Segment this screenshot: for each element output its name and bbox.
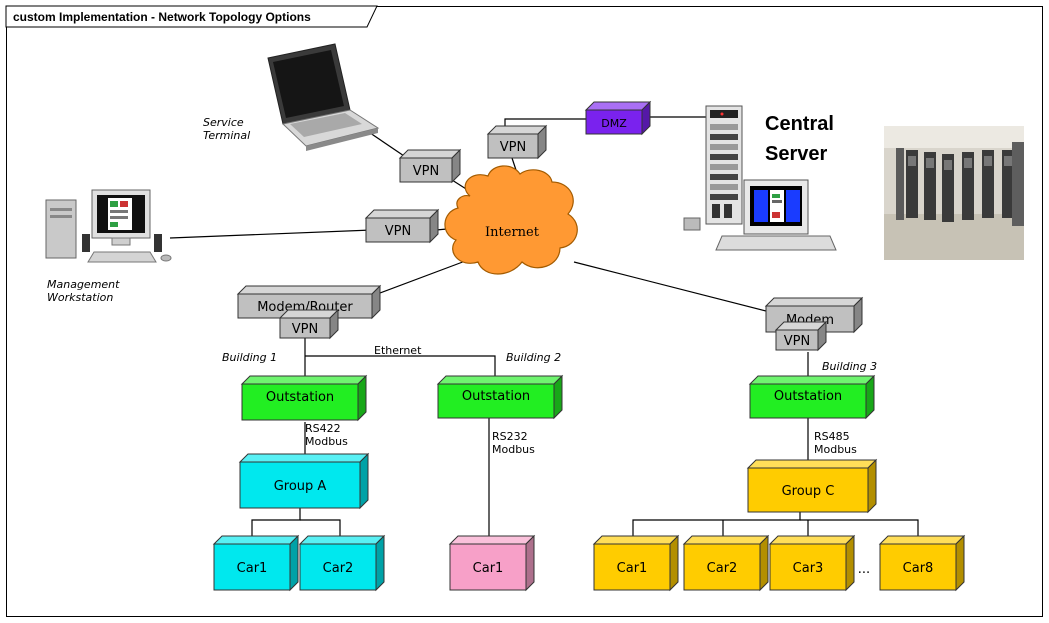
vpn-building3: VPN <box>774 320 828 352</box>
outstation-2-label: Outstation <box>462 389 530 404</box>
car2-group-a: Car2 <box>298 534 386 592</box>
vpn-central: VPN <box>486 124 548 160</box>
group-c-box: Group C <box>746 458 878 514</box>
laptop-icon <box>267 43 380 151</box>
building2-label: Building 2 <box>506 351 561 364</box>
car1-group-a-label: Car1 <box>237 561 268 576</box>
ethernet-label: Ethernet <box>374 344 422 357</box>
vpn-building3-label: VPN <box>784 334 810 349</box>
car1-group-a: Car1 <box>212 534 300 592</box>
outstation-2: Outstation <box>436 374 564 420</box>
car1-group-c-label: Car1 <box>617 561 648 576</box>
car8-group-c: Car8 <box>878 534 966 592</box>
outstation-1-label: Outstation <box>266 390 334 405</box>
building1-label: Building 1 <box>222 351 277 364</box>
link-workstation-vpn <box>169 229 373 239</box>
car3-group-c: Car3 <box>768 534 856 592</box>
vpn-service-terminal-label: VPN <box>413 164 439 179</box>
group-c-box-label: Group C <box>782 484 835 499</box>
link-groupa-cars <box>251 506 301 544</box>
diagram-title: custom Implementation - Network Topology… <box>13 10 311 24</box>
car1-group-c: Car1 <box>592 534 680 592</box>
car2-group-a-label: Car2 <box>323 561 354 576</box>
vpn-service-terminal: VPN <box>398 148 462 184</box>
link-internet-modem <box>573 261 771 313</box>
car2-group-c: Car2 <box>682 534 770 592</box>
equipment-photo <box>884 126 1024 260</box>
outstation-3-label: Outstation <box>774 389 842 404</box>
car1-building2-label: Car1 <box>473 561 504 576</box>
building3-label: Building 3 <box>822 360 877 373</box>
group-a-box-label: Group A <box>274 479 327 494</box>
link-groupc-bus <box>632 512 801 544</box>
vpn-workstation: VPN <box>364 208 440 244</box>
internet-cloud: Internet <box>444 165 578 275</box>
car-ellipsis: ... <box>858 562 870 577</box>
car2-group-c-label: Car2 <box>707 561 738 576</box>
vpn-building1-label: VPN <box>292 322 318 337</box>
central-server-icon <box>683 105 837 251</box>
car1-building2: Car1 <box>448 534 536 592</box>
dmz-box: DMZ <box>584 100 652 136</box>
vpn-workstation-label: VPN <box>385 224 411 239</box>
diagram-frame <box>6 6 1043 617</box>
title-tab <box>5 5 378 28</box>
outstation-1: Outstation <box>240 374 368 422</box>
link-internet-modemrouter <box>371 259 469 297</box>
group-a-box: Group A <box>238 452 370 510</box>
vpn-building1: VPN <box>278 308 340 340</box>
car8-group-c-label: Car8 <box>903 561 934 576</box>
link-ethernet <box>305 355 496 384</box>
workstation-icon <box>45 189 172 263</box>
dmz-box-label: DMZ <box>601 117 627 130</box>
car3-group-c-label: Car3 <box>793 561 824 576</box>
internet-label: Internet <box>485 225 540 240</box>
modem-router-box: Modem/Router <box>236 284 382 320</box>
vpn-central-label: VPN <box>500 140 526 155</box>
outstation-3: Outstation <box>748 374 876 420</box>
